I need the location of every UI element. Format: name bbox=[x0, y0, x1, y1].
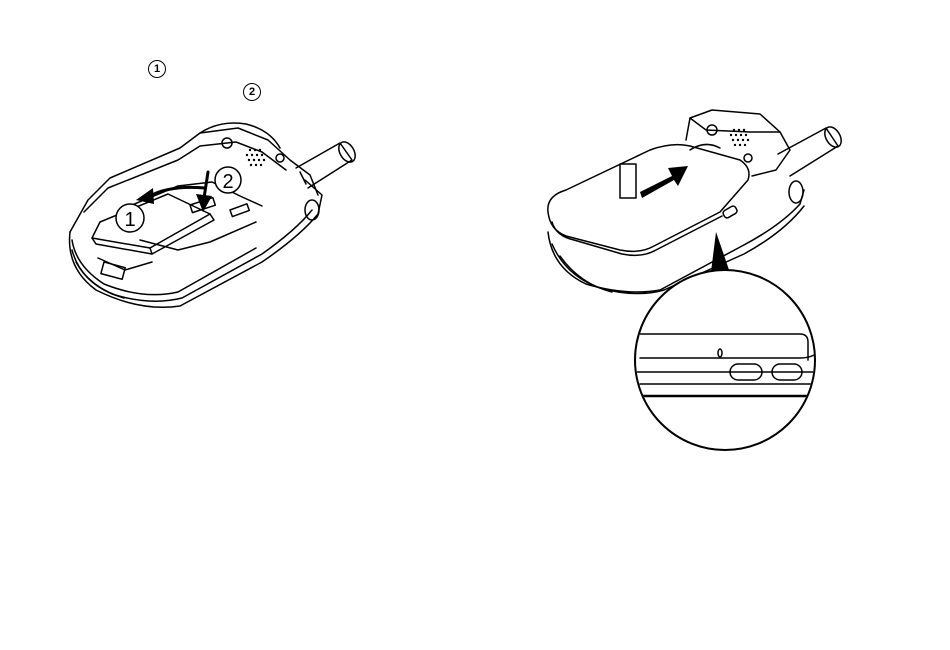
figure-step-1-label: 1 bbox=[124, 209, 135, 231]
phone-open-battery-bay: 1 2 bbox=[70, 123, 359, 307]
slide-arrow bbox=[620, 164, 688, 198]
antenna-2 bbox=[778, 124, 845, 176]
press-arrow bbox=[204, 172, 208, 198]
detail-zoom-bubble bbox=[630, 270, 820, 450]
battery-cover bbox=[548, 145, 749, 256]
phone-cover-closing bbox=[548, 110, 845, 450]
figure-step-2-label: 2 bbox=[222, 171, 233, 193]
